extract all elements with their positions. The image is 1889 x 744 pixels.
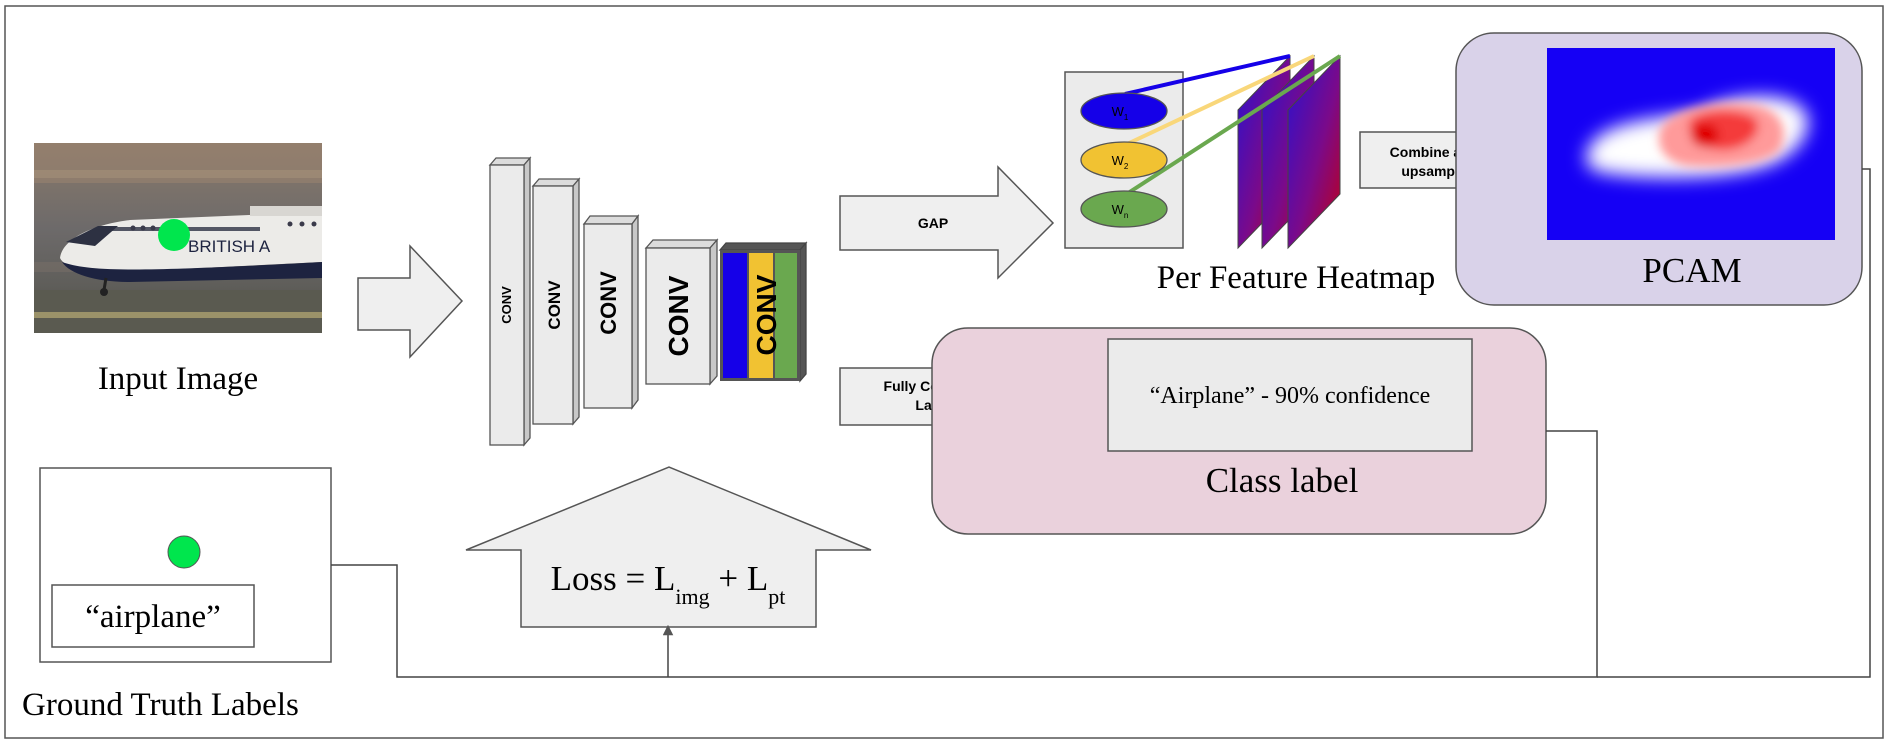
weight-wn: Wn <box>1080 190 1168 228</box>
ground-truth-title: Ground Truth Labels <box>22 687 299 723</box>
conv-block-3: CONV <box>582 214 640 410</box>
feature-map-stack <box>1237 54 1341 250</box>
heatmap-title: Per Feature Heatmap <box>1157 260 1436 296</box>
airplane-livery-text: BRITISH A <box>188 237 271 256</box>
conv-block-1: CONV <box>488 156 532 447</box>
ground-truth-point <box>167 535 201 569</box>
class-label-title: Class label <box>1206 461 1359 500</box>
conv-block-2: CONV <box>531 177 581 426</box>
weight-w2-label: W2 <box>1112 153 1129 171</box>
prediction-box <box>1107 338 1473 452</box>
weight-wn-label: Wn <box>1112 202 1129 220</box>
ground-truth-label-box <box>51 584 255 648</box>
input-image-title: Input Image <box>98 361 258 397</box>
weight-w1-label: W1 <box>1112 104 1129 122</box>
weight-line-2 <box>1124 54 1315 147</box>
conv-label-3: CONV <box>596 271 621 335</box>
weight-line-1 <box>1124 54 1291 96</box>
prediction-text: “Airplane” - 90% confidence <box>1150 383 1431 409</box>
conv-label-5: CONV <box>751 274 782 355</box>
feedback-line-pcam <box>1597 168 1871 678</box>
weight-line-n <box>1123 54 1342 197</box>
conv-label-4: CONV <box>663 275 694 356</box>
conv-label-1: CONV <box>499 286 514 324</box>
loss-box <box>465 466 872 628</box>
loss-formula: Loss = Limg + Lpt <box>551 559 786 609</box>
point-annotation-dot <box>158 219 190 251</box>
conv-block-4: CONV <box>644 238 719 386</box>
pcam-heatmap-image <box>1547 48 1835 240</box>
combine-label-line2: upsample <box>1401 163 1467 179</box>
weight-w2: W2 <box>1080 141 1168 179</box>
pcam-title: PCAM <box>1642 251 1741 290</box>
gap-label: GAP <box>918 215 948 231</box>
input-image: BRITISH A <box>34 143 322 333</box>
input-to-conv-arrow <box>357 244 464 359</box>
conv-block-5-features: CONV <box>718 241 808 383</box>
conv-label-2: CONV <box>545 280 564 330</box>
gap-arrow <box>839 165 1055 280</box>
weight-w1: W1 <box>1080 92 1168 130</box>
ground-truth-label: “airplane” <box>85 599 221 635</box>
feedback-line-groundtruth-class <box>331 430 1598 678</box>
